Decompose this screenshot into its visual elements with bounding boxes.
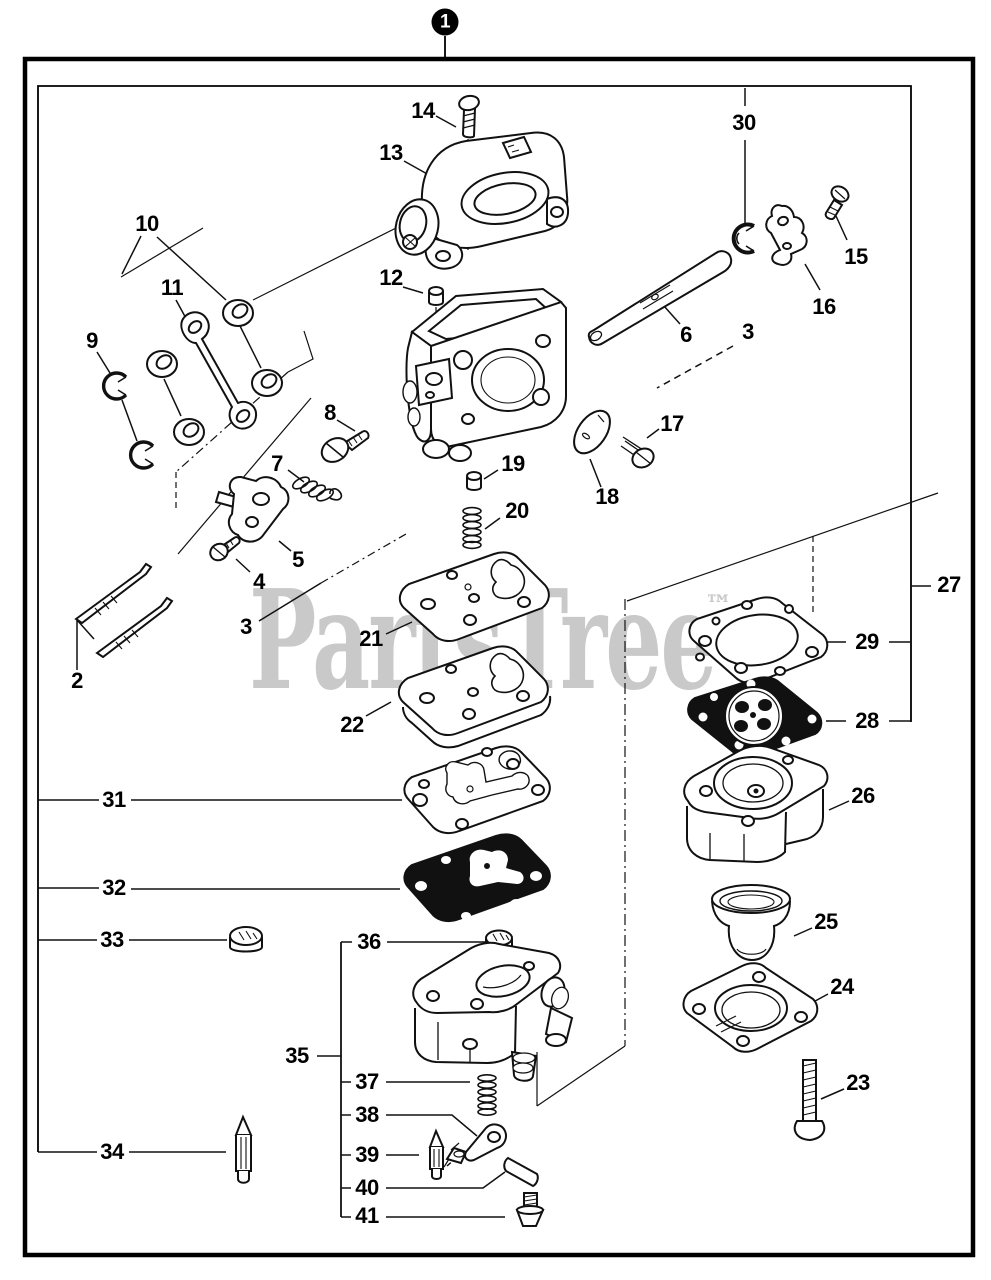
screw-41-drawing bbox=[515, 1192, 545, 1227]
part-callout-2: 2 bbox=[71, 668, 83, 693]
plug-19-drawing bbox=[466, 471, 482, 491]
pin-40-drawing bbox=[503, 1156, 539, 1188]
washers-10-drawing bbox=[146, 299, 283, 446]
gasket-24-drawing bbox=[682, 962, 819, 1053]
part-callout-41: 41 bbox=[355, 1203, 379, 1228]
throttle-lever-5-drawing bbox=[214, 475, 290, 543]
mixture-screws-2-drawing bbox=[74, 562, 174, 659]
part-callout-24: 24 bbox=[830, 974, 854, 999]
throttle-shaft-6-drawing bbox=[587, 250, 733, 346]
part-callout-25: 25 bbox=[814, 909, 838, 934]
part-callout-21: 21 bbox=[359, 626, 383, 651]
part-callout-22: 22 bbox=[340, 712, 364, 737]
part-callout-37: 37 bbox=[355, 1069, 379, 1094]
part-callout-36: 36 bbox=[357, 929, 381, 954]
screw-14-drawing bbox=[458, 94, 480, 139]
part-callout-3-right: 3 bbox=[742, 319, 754, 344]
part-callout-40: 40 bbox=[355, 1175, 379, 1200]
screw-8-drawing bbox=[320, 430, 370, 463]
pump-body-26-drawing bbox=[683, 744, 829, 864]
inner-frame bbox=[37, 85, 912, 1152]
part-callout-11: 11 bbox=[160, 275, 184, 300]
part-callout-9: 9 bbox=[86, 328, 98, 353]
part-callout-23: 23 bbox=[846, 1070, 870, 1095]
e-clip-30-drawing bbox=[731, 222, 755, 255]
bracket-16-drawing bbox=[765, 204, 808, 266]
carburetor-main-body-drawing bbox=[402, 287, 567, 462]
part-callout-19: 19 bbox=[501, 451, 525, 476]
part-callout-7: 7 bbox=[271, 451, 283, 476]
outer-frame bbox=[22, 36, 976, 1258]
e-clips-9-drawing bbox=[102, 371, 155, 470]
part-callout-28: 28 bbox=[855, 708, 879, 733]
part-callout-32: 32 bbox=[102, 875, 126, 900]
part-callout-31: 31 bbox=[102, 787, 126, 812]
leader-lines bbox=[38, 88, 931, 1218]
bolt-23-drawing bbox=[793, 1059, 826, 1142]
part-callout-29: 29 bbox=[855, 629, 879, 654]
part-callout-33: 33 bbox=[100, 927, 124, 952]
part-callout-27: 27 bbox=[937, 572, 961, 597]
part-callout-20: 20 bbox=[505, 498, 529, 523]
gasket-31-drawing bbox=[403, 745, 551, 835]
needle-39-drawing bbox=[428, 1128, 445, 1180]
diaphragm-32-drawing bbox=[403, 833, 551, 923]
part-callout-35: 35 bbox=[285, 1043, 309, 1068]
spring-7-drawing bbox=[291, 476, 343, 502]
part-callout-4: 4 bbox=[253, 569, 265, 594]
part-callout-13: 13 bbox=[379, 140, 403, 165]
part-callout-3-left: 3 bbox=[240, 614, 252, 639]
spring-37-drawing bbox=[477, 1074, 497, 1117]
gasket-21-drawing bbox=[398, 551, 550, 643]
diaphragm-28-drawing bbox=[687, 676, 823, 772]
plug-12-drawing bbox=[428, 286, 444, 306]
part-callout-17: 17 bbox=[660, 411, 684, 436]
gasket-29-drawing bbox=[688, 596, 829, 685]
part-callout-39: 39 bbox=[355, 1142, 379, 1167]
plug-33-drawing bbox=[229, 926, 263, 953]
primer-bulb-25-drawing bbox=[711, 884, 791, 962]
part-callout-16: 16 bbox=[812, 294, 836, 319]
part-callout-14: 14 bbox=[411, 98, 435, 123]
screw-15-drawing bbox=[824, 185, 850, 221]
part-drawings bbox=[74, 94, 850, 1227]
part-callout-30: 30 bbox=[732, 110, 756, 135]
spring-20-drawing bbox=[462, 506, 482, 550]
part-callout-5: 5 bbox=[292, 547, 304, 572]
part-callout-15: 15 bbox=[844, 244, 868, 269]
part-callout-26: 26 bbox=[851, 783, 875, 808]
choke-plate-18-drawing bbox=[573, 409, 611, 455]
part-callout-8: 8 bbox=[324, 400, 336, 425]
part-callout-6: 6 bbox=[680, 322, 692, 347]
plate-22-drawing bbox=[397, 645, 552, 749]
part-callout-10: 10 bbox=[135, 211, 159, 236]
screw-17-drawing bbox=[620, 436, 655, 469]
part-callout-38: 38 bbox=[355, 1102, 379, 1127]
part-callout-18: 18 bbox=[595, 484, 619, 509]
metering-lever-38-drawing bbox=[443, 1123, 507, 1168]
part-callout-34: 34 bbox=[100, 1139, 124, 1164]
screw-4-drawing bbox=[209, 536, 241, 562]
needle-34-drawing bbox=[234, 1114, 253, 1184]
part-callout-1: 1 bbox=[431, 8, 459, 36]
part-callout-12: 12 bbox=[379, 265, 403, 290]
carburetor-cover-13-drawing bbox=[394, 131, 570, 270]
link-11-drawing bbox=[180, 311, 258, 430]
pump-body-35-drawing bbox=[412, 941, 574, 1082]
